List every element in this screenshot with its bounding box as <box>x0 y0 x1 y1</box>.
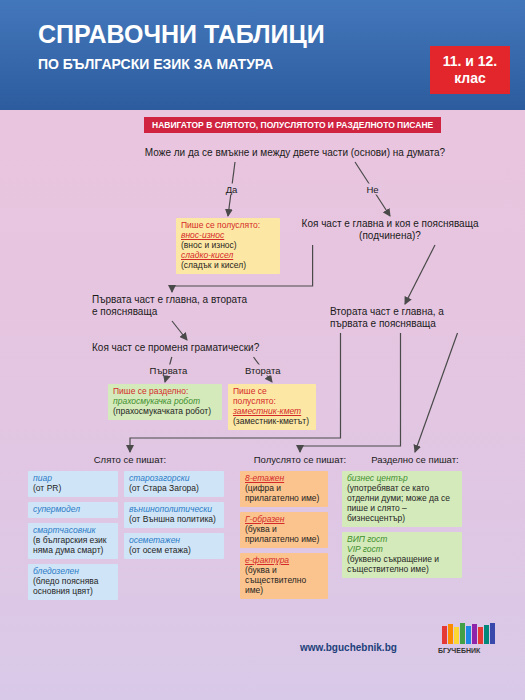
question-step: Може ли да се вмъкне и между двете части… <box>95 147 495 159</box>
node-text: Първата част е главна, а втората е поясн… <box>92 294 252 318</box>
node-text: осеметажен <box>129 536 219 546</box>
node-text: (буква и съществително име) <box>245 566 323 596</box>
node-text: бизнес център <box>347 474 457 484</box>
node-text: внос-износ <box>181 231 275 241</box>
edge-label: Първата <box>148 364 190 375</box>
question-step: Коя част е главна и коя е поясняваща (по… <box>300 218 480 242</box>
example-box: бледозелен(бледо пояснява основния цвят) <box>28 564 118 600</box>
node-text: (от осем етажа) <box>129 546 219 556</box>
node-text: VIP гост <box>347 545 457 555</box>
node-text: НАВИГАТОР В СЛЯТОТО, ПОЛУСЛЯТОТО И РАЗДЕ… <box>152 120 433 130</box>
node-text: (от Външна политика) <box>129 515 219 525</box>
node-text: сладко-кисел <box>181 251 275 261</box>
node-text: старозагорски <box>129 474 219 484</box>
edge-label: Да <box>224 184 240 195</box>
example-box: старозагорски(от Стара Загора) <box>124 471 224 497</box>
publisher-logo-text: БГУЧЕБНИК <box>438 647 480 654</box>
result-box: Пише се разделно:прахосмукачка робот(пра… <box>108 384 222 420</box>
node-text: е-фактура <box>245 556 323 566</box>
title: СПРАВОЧНИ ТАБЛИЦИ <box>38 20 325 49</box>
node-text: пиар <box>33 474 113 484</box>
node-text: външнополитически <box>129 505 219 515</box>
node-text: Г-образен <box>245 515 323 525</box>
subtitle: ПО БЪЛГАРСКИ ЕЗИК ЗА МАТУРА <box>38 56 273 72</box>
example-box: е-фактура(буква и съществително име) <box>240 553 328 599</box>
node-text: 8-етажен <box>245 474 323 484</box>
node-text: заместник-кмет <box>233 407 311 417</box>
grade-badge: 11. и 12. клас <box>430 46 510 94</box>
node-text: (сладък и кисел) <box>181 261 275 271</box>
node-text: Втората част е главна, а първата е поясн… <box>330 306 480 330</box>
result-box: Пише се полуслято:внос-износ(внос и изно… <box>176 218 280 274</box>
example-box: Г-образен(буква и прилагателно име) <box>240 512 328 548</box>
edge-label: Не <box>364 184 380 195</box>
node-text: смартчасовник <box>33 526 113 536</box>
node-text: супермодел <box>33 505 113 515</box>
node-text: 11. и 12. клас <box>434 53 506 87</box>
flow-arrow <box>405 245 435 304</box>
node-text: Пише се полуслято: <box>181 221 275 231</box>
node-text: (заместник-кметът) <box>233 417 311 427</box>
group-heading: Разделно се пишат: <box>360 454 470 465</box>
answer-step: Първата част е главна, а втората е поясн… <box>92 294 252 318</box>
example-box: 8-етажен(цифра и прилагателно име) <box>240 471 328 507</box>
node-text: Пише се разделно: <box>113 387 217 397</box>
node-text: (буквено съкращение и съществително име) <box>347 555 457 575</box>
node-text: (цифра и прилагателно име) <box>245 484 323 504</box>
section-banner: НАВИГАТОР В СЛЯТОТО, ПОЛУСЛЯТОТО И РАЗДЕ… <box>144 117 441 133</box>
example-box: пиар(от PR) <box>28 471 118 497</box>
result-box: Пише се полуслято:заместник-кмет(заместн… <box>228 384 316 430</box>
node-text: Разделно се пишат: <box>360 454 470 465</box>
example-box: външнополитически(от Външна политика) <box>124 502 224 528</box>
node-text: Коя част се променя граматически? <box>92 342 282 354</box>
flow-arrow <box>172 321 187 340</box>
node-text: Може ли да се вмъкне и между двете части… <box>95 147 495 159</box>
node-text: Слято се пишат: <box>75 454 185 465</box>
node-text: (бледо пояснява основния цвят) <box>33 577 113 597</box>
node-text: (употребяват се като отделни думи; може … <box>347 484 457 524</box>
website-url: www.bguchebnik.bg <box>300 642 397 653</box>
group-heading: Слято се пишат: <box>75 454 185 465</box>
node-text: прахосмукачка робот <box>113 397 217 407</box>
node-text: (от PR) <box>33 484 113 494</box>
question-step: Коя част се променя граматически? <box>92 342 282 354</box>
flow-arrow <box>355 162 390 216</box>
node-text: Пише се полуслято: <box>233 387 311 407</box>
node-text: Коя част е главна и коя е поясняваща (по… <box>300 218 480 242</box>
node-text: (буква и прилагателно име) <box>245 525 323 545</box>
node-text: (от Стара Загора) <box>129 484 219 494</box>
example-box: осеметажен(от осем етажа) <box>124 533 224 559</box>
node-text: (прахосмукачката робот) <box>113 407 217 417</box>
node-text: (внос и износ) <box>181 241 275 251</box>
group-heading: Полуслято се пишат: <box>250 454 350 465</box>
example-box: смартчасовник(в българския език няма дум… <box>28 523 118 559</box>
node-text: ВИП гост <box>347 535 457 545</box>
flow-arrow <box>415 333 458 452</box>
answer-step: Втората част е главна, а първата е поясн… <box>330 306 480 330</box>
edge-label: Втората <box>243 364 282 375</box>
logo-books <box>440 622 502 644</box>
node-text: бледозелен <box>33 567 113 577</box>
example-box: супермодел <box>28 502 118 518</box>
example-box: бизнес център(употребяват се като отделн… <box>342 471 462 527</box>
node-text: (в българския език няма дума смарт) <box>33 536 113 556</box>
example-box: ВИП гостVIP гост(буквено съкращение и съ… <box>342 532 462 578</box>
node-text: Полуслято се пишат: <box>250 454 350 465</box>
